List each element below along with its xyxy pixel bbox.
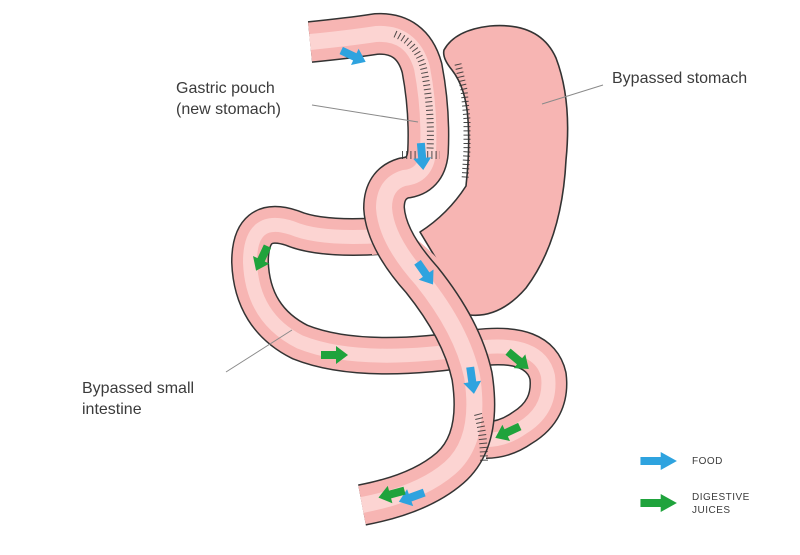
bypassed-small-intestine-label-line1: Bypassed small — [82, 380, 195, 397]
gastric-pouch-label-line1: Gastric pouch — [176, 80, 275, 97]
bypassed-small-intestine-leader-line — [225, 329, 293, 373]
bypassed-small-intestine-label-line2: intestine — [82, 401, 142, 418]
legend-food-label: FOOD — [692, 456, 723, 467]
bypassed-stomach-label: Bypassed stomach — [612, 70, 748, 87]
bypassed-small-intestine-label: Bypassed small intestine — [82, 378, 194, 420]
food-arrow-icon — [640, 452, 677, 470]
gastric-pouch-label: Gastric pouch (new stomach) — [176, 78, 281, 120]
legend-digestive-line1: DIGESTIVE — [692, 492, 750, 503]
legend-digestive-line2: JUICES — [692, 505, 731, 516]
gastric-pouch-label-line2: (new stomach) — [176, 101, 281, 118]
gastric-pouch-leader-line — [311, 104, 419, 123]
digestive-juices-arrow-icon — [640, 494, 677, 512]
legend-digestive-juices-label: DIGESTIVE JUICES — [692, 491, 750, 517]
bypassed-stomach-staple-line — [454, 63, 471, 181]
bypassed-stomach-leader-line — [541, 84, 604, 105]
gastric-pouch-and-roux-limb — [307, 12, 496, 526]
